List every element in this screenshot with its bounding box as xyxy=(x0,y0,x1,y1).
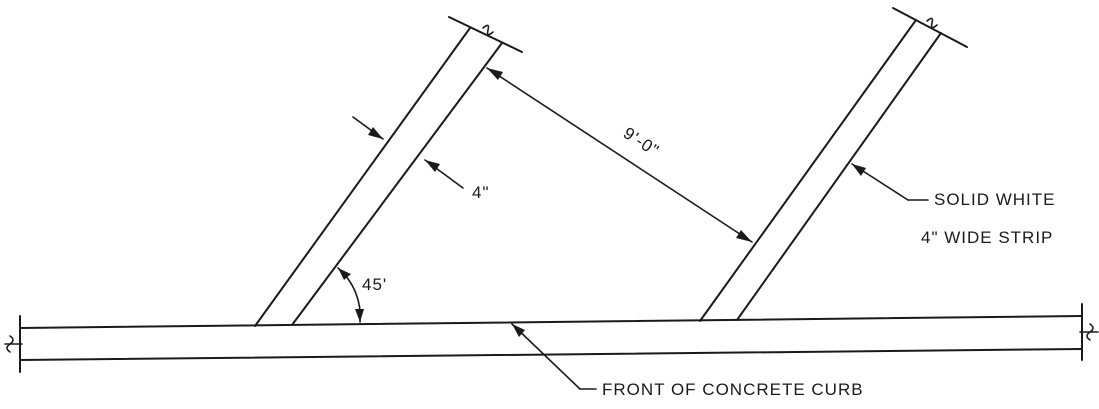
right-parking-stripe xyxy=(699,7,968,322)
stripe-note-line2: 4" WIDE STRIP xyxy=(921,228,1053,247)
spacing-label: 9'-0" xyxy=(620,123,663,160)
angle-label: 45' xyxy=(362,275,387,294)
stripe-note-line1: SOLID WHITE xyxy=(934,190,1056,209)
curb-note-leader: FRONT OF CONCRETE CURB xyxy=(511,323,864,399)
left-parking-stripe xyxy=(254,16,523,327)
concrete-curb xyxy=(4,303,1099,373)
angle-dimension: 45' xyxy=(337,267,387,323)
stripe-width-dimension: 4" xyxy=(352,116,490,202)
curb-label: FRONT OF CONCRETE CURB xyxy=(602,380,864,399)
spacing-dimension: 9'-0" xyxy=(486,67,753,243)
stripe-width-label: 4" xyxy=(472,183,490,202)
stripe-note-leader: SOLID WHITE 4" WIDE STRIP xyxy=(851,163,1056,247)
